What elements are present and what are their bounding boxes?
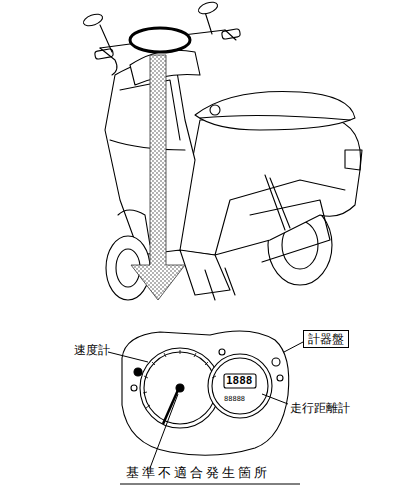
part-label: 速度計: [74, 344, 110, 357]
display-digits: 1888: [226, 375, 253, 387]
part-label: 走行距離計: [290, 402, 350, 415]
label-box: 計器盤: [303, 330, 349, 348]
location-label: 基準不適合発生箇所: [126, 466, 270, 480]
display-digits: 88888: [224, 396, 245, 404]
box-text: 計器盤: [308, 332, 344, 346]
